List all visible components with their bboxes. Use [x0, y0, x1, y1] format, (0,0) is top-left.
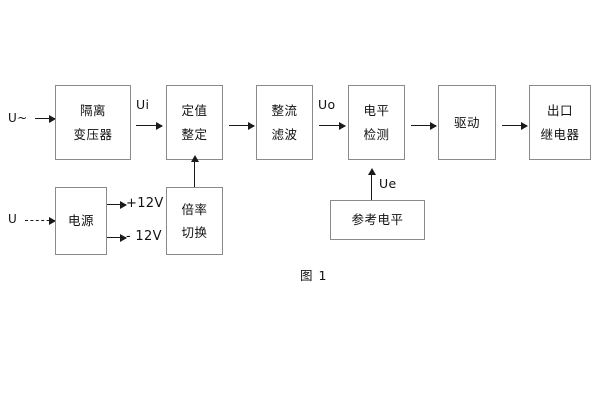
ac-input-lead-arrow — [35, 115, 56, 123]
arrow-rail-positive — [107, 201, 127, 209]
block-setting-value-line-2: 整定 — [181, 126, 208, 142]
block-multiplier-switch-line-1: 倍率 — [181, 201, 208, 217]
block-level-detection-line-2: 检测 — [363, 126, 390, 142]
power-rail-negative-label: - 12V — [126, 229, 162, 244]
block-output-relay-line-2: 继电器 — [540, 126, 580, 142]
signal-label-uo: Uo — [318, 97, 336, 112]
arrow-multiplier-to-setting — [191, 155, 199, 187]
arrow-transformer-to-setting — [136, 122, 163, 130]
signal-label-ue: Ue — [379, 176, 397, 191]
dc-input-lead-arrow — [25, 217, 56, 225]
block-level-detection-line-1: 电平 — [363, 103, 390, 119]
block-rectify-filter[interactable]: 整流 滤波 — [256, 85, 313, 160]
block-power-supply-line-1: 电源 — [67, 213, 94, 229]
dc-input-label: U — [8, 212, 18, 226]
block-reference-level-line-1: 参考电平 — [351, 212, 404, 228]
block-isolation-transformer[interactable]: 隔离 变压器 — [55, 85, 131, 160]
block-isolation-transformer-line-1: 隔离 — [79, 103, 106, 119]
block-drive[interactable]: 驱动 — [438, 85, 496, 160]
block-power-supply[interactable]: 电源 — [55, 187, 107, 255]
signal-label-ui: Ui — [136, 97, 150, 112]
block-rectify-filter-line-1: 整流 — [271, 103, 298, 119]
arrow-rectify-to-level — [319, 122, 346, 130]
block-multiplier-switch[interactable]: 倍率 切换 — [166, 187, 223, 255]
block-rectify-filter-line-2: 滤波 — [271, 126, 298, 142]
ac-input-label: U~ — [8, 111, 28, 125]
figure-caption: 图 1 — [300, 268, 328, 283]
power-rail-positive-label: +12V — [126, 196, 164, 211]
block-drive-line-1: 驱动 — [453, 114, 480, 130]
block-setting-value-line-1: 定值 — [181, 103, 208, 119]
arrow-rail-negative — [107, 234, 127, 242]
arrow-setting-to-rectify — [229, 122, 255, 130]
block-level-detection[interactable]: 电平 检测 — [348, 85, 405, 160]
arrow-drive-to-relay — [502, 122, 528, 130]
arrow-level-to-drive — [411, 122, 437, 130]
block-reference-level[interactable]: 参考电平 — [330, 200, 425, 240]
block-isolation-transformer-line-2: 变压器 — [73, 126, 113, 142]
block-output-relay-line-1: 出口 — [546, 103, 573, 119]
arrow-reference-to-level — [368, 168, 376, 200]
block-setting-value[interactable]: 定值 整定 — [166, 85, 223, 160]
block-multiplier-switch-line-2: 切换 — [181, 225, 208, 240]
block-output-relay[interactable]: 出口 继电器 — [529, 85, 591, 160]
